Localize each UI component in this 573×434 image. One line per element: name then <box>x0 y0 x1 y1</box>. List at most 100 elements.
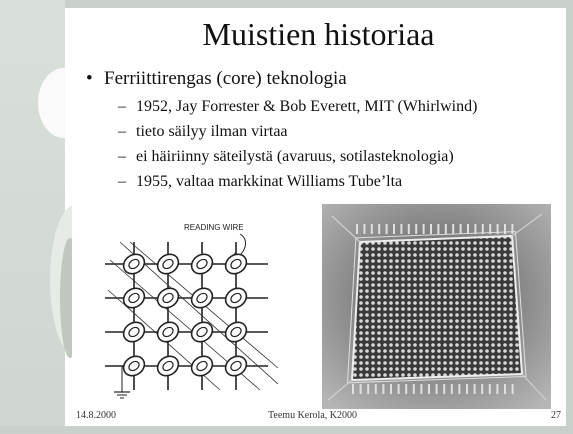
photo-pin <box>359 384 362 394</box>
ferrite-core-hole <box>128 360 140 372</box>
photo-pin <box>466 384 468 394</box>
photo-pin <box>435 384 438 394</box>
photo-pin <box>393 224 395 234</box>
sub-bullet-text: ei häiriinny säteilystä (avaruus, sotila… <box>136 148 454 165</box>
photo-pin <box>467 224 469 234</box>
ferrite-core-hole <box>128 326 140 338</box>
photo-pin <box>370 224 373 234</box>
photo-pin <box>385 224 388 234</box>
ferrite-core <box>224 321 248 343</box>
slide-top-border <box>0 0 573 8</box>
photo-pin <box>405 384 408 394</box>
photo-pin <box>367 384 370 394</box>
photo-pin <box>489 224 492 234</box>
ferrite-core-hole <box>196 292 208 304</box>
dash-symbol: – <box>118 173 126 190</box>
photo-pin <box>374 384 377 394</box>
photo-pin <box>504 224 506 234</box>
ferrite-core <box>156 253 180 275</box>
ferrite-core <box>224 253 248 275</box>
photo-pin <box>397 384 400 394</box>
ferrite-core <box>190 287 214 309</box>
reading-wire-label: READING WIRE <box>184 223 244 232</box>
ferrite-core <box>190 355 214 377</box>
photo-pin <box>412 384 415 394</box>
ferrite-core-hole <box>162 292 174 304</box>
photo-pin <box>382 384 385 394</box>
ferrite-core <box>122 253 146 275</box>
photo-pin <box>407 224 410 234</box>
ferrite-core <box>156 287 180 309</box>
bullet-text: Ferriittirengas (core) teknologia <box>104 68 347 89</box>
photo-pin <box>450 384 453 394</box>
bullet-symbol: • <box>86 68 93 89</box>
slide: Muistien historiaa • Ferriittirengas (cor… <box>72 8 565 426</box>
photo-pin <box>473 384 476 394</box>
sub-bullet-text: 1955, valtaa markkinat Williams Tube’lta <box>136 173 403 190</box>
dash-symbol: – <box>118 98 126 115</box>
ferrite-core <box>190 321 214 343</box>
core-memory-photo <box>322 204 551 409</box>
ferrite-core-hole <box>196 326 208 338</box>
sub-bullet: –tieto säilyy ilman virtaa <box>118 123 288 141</box>
ferrite-core-hole <box>230 292 242 304</box>
photo-pin <box>437 224 440 234</box>
photo-pin <box>422 224 425 234</box>
slide-title: Muistien historiaa <box>202 16 435 52</box>
photo-pin <box>444 224 447 234</box>
ferrite-core <box>224 355 248 377</box>
photo-lead-wires <box>327 213 547 401</box>
photo-pin <box>378 224 381 234</box>
photo-pin <box>481 224 484 234</box>
ferrite-core-hole <box>128 258 140 270</box>
photo-pin <box>488 384 491 394</box>
ferrite-core-hole <box>196 258 208 270</box>
photo-pin <box>356 224 358 234</box>
photo-pin <box>452 224 455 234</box>
photo-pin <box>458 384 461 394</box>
ferrite-core <box>122 287 146 309</box>
sub-bullet-text: 1952, Jay Forrester & Bob Everett, MIT (… <box>136 98 478 115</box>
ferrite-core-hole <box>162 326 174 338</box>
dash-symbol: – <box>118 123 126 140</box>
photo-pin <box>504 384 506 394</box>
ferrite-core <box>156 321 180 343</box>
footer-author: Teemu Kerola, K2000 <box>268 410 357 421</box>
photo-pin <box>352 384 354 394</box>
ferrite-core <box>190 253 214 275</box>
photo-pin <box>400 224 403 234</box>
dash-symbol: – <box>118 148 126 165</box>
photo-pin <box>415 224 418 234</box>
photo-pin <box>420 384 423 394</box>
photo-pin <box>428 384 430 394</box>
photo-pin <box>363 224 366 234</box>
slide-right-border <box>566 0 573 434</box>
ferrite-core <box>122 355 146 377</box>
slide-left-border <box>0 0 65 434</box>
slide-bottom-border <box>0 426 573 434</box>
photo-pin <box>474 224 477 234</box>
ferrite-core <box>224 287 248 309</box>
bullet-main: • Ferriittirengas (core) teknologia <box>86 68 347 90</box>
photo-pin <box>496 384 499 394</box>
diagonal-sense-wires <box>107 241 279 391</box>
ferrite-core-hole <box>162 258 174 270</box>
ferrite-cores <box>122 253 248 377</box>
ferrite-core-hole <box>128 292 140 304</box>
ferrite-core-hole <box>230 326 242 338</box>
photo-pin <box>481 384 484 394</box>
footer-date: 14.8.2000 <box>76 410 116 421</box>
core-memory-diagram: READING WIRE <box>105 223 279 399</box>
sub-bullet-text: tieto säilyy ilman virtaa <box>136 123 288 140</box>
photo-pin <box>430 224 432 234</box>
photo-pin <box>390 384 392 394</box>
sub-bullet: –ei häiriinny säteilystä (avaruus, sotil… <box>118 148 454 166</box>
sub-bullet: –1955, valtaa markkinat Williams Tube’lt… <box>118 173 402 191</box>
photo-pins <box>352 224 514 394</box>
photo-pin <box>511 384 514 394</box>
ferrite-core <box>156 355 180 377</box>
sub-bullet: –1952, Jay Forrester & Bob Everett, MIT … <box>118 98 477 116</box>
ferrite-core-hole <box>230 258 242 270</box>
ferrite-core-hole <box>196 360 208 372</box>
photo-pin <box>511 224 514 234</box>
